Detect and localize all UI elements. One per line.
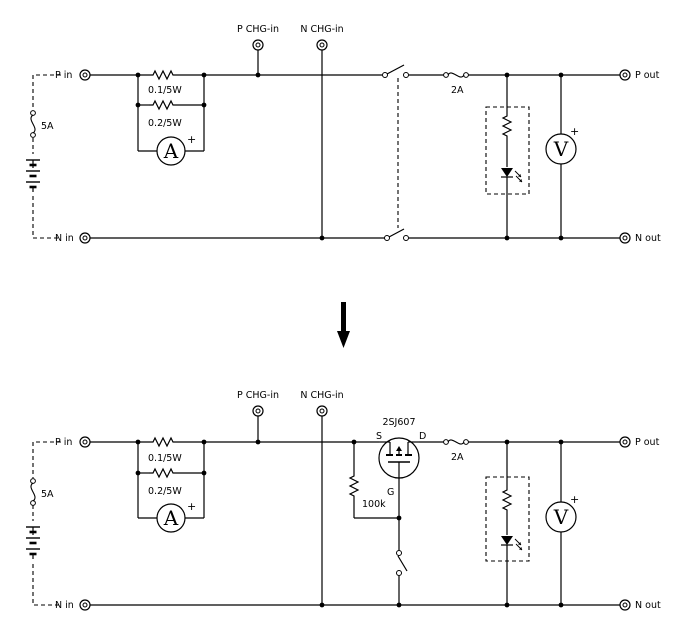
p-out-terminal-icon[interactable] bbox=[619, 69, 631, 81]
n-out-terminal-icon-after[interactable] bbox=[619, 599, 631, 611]
fuse-2a-icon bbox=[443, 72, 469, 78]
shunt-resistor-02-icon bbox=[148, 100, 178, 110]
n-chg-in-terminal-icon[interactable] bbox=[316, 39, 328, 51]
n-out-label: N out bbox=[635, 233, 661, 244]
battery-lead-top bbox=[32, 74, 61, 110]
fuse-2a-label: 2A bbox=[451, 85, 464, 96]
p-chg-in-label-after: P CHG-in bbox=[237, 390, 279, 401]
control-switch-icon bbox=[397, 555, 408, 572]
shunt-resistor-01-icon-after bbox=[148, 437, 178, 447]
n-in-label: N in bbox=[55, 233, 74, 244]
down-arrow-icon bbox=[337, 302, 350, 348]
mosfet-pin-s: S bbox=[376, 431, 382, 442]
n-in-terminal-icon[interactable] bbox=[79, 232, 91, 244]
fuse-2a-icon-after bbox=[443, 439, 469, 445]
mosfet-icon bbox=[378, 437, 420, 518]
shunt2-label-after: 0.2/5W bbox=[148, 486, 182, 497]
shunt-resistor-02-icon-after bbox=[148, 468, 178, 478]
p-chg-in-label: P CHG-in bbox=[237, 24, 279, 35]
indicator-box-after bbox=[485, 476, 530, 562]
n-out-label-after: N out bbox=[635, 600, 661, 611]
switch-top-icon bbox=[386, 64, 405, 75]
ammeter-icon-after bbox=[156, 503, 186, 533]
mosfet-pin-g: G bbox=[387, 487, 394, 498]
battery-lead-bottom bbox=[32, 196, 61, 239]
voltmeter-symbol-after: V bbox=[553, 505, 569, 529]
diagram-after: 5A P in N in 2A P out N out 0.1/5W 0.2/5… bbox=[24, 390, 661, 611]
shunt2-label: 0.2/5W bbox=[148, 118, 182, 129]
n-chg-in-label: N CHG-in bbox=[300, 24, 343, 35]
shunt-resistor-01-icon bbox=[148, 70, 178, 80]
fuse-5a-icon-after bbox=[30, 478, 36, 506]
p-out-label: P out bbox=[635, 70, 660, 81]
led-resistor-icon bbox=[502, 111, 512, 141]
p-in-label: P in bbox=[55, 70, 72, 81]
gate-resistor-label: 100k bbox=[362, 499, 386, 510]
p-in-terminal-icon[interactable] bbox=[79, 69, 91, 81]
voltmeter-plus-after: + bbox=[570, 493, 579, 506]
n-chg-in-terminal-icon-after[interactable] bbox=[316, 405, 328, 417]
fuse-5a-label: 5A bbox=[41, 121, 54, 132]
led-icon-after bbox=[500, 535, 523, 551]
switch-bottom-icon bbox=[388, 228, 405, 238]
indicator-box bbox=[485, 106, 530, 195]
ammeter-icon bbox=[156, 136, 186, 166]
fuse-5a-icon bbox=[30, 110, 36, 138]
led-resistor-icon-after bbox=[502, 485, 512, 515]
gate-resistor-icon bbox=[349, 471, 359, 501]
voltmeter-plus: + bbox=[570, 125, 579, 138]
ammeter-plus-after: + bbox=[187, 500, 196, 513]
shunt1-label: 0.1/5W bbox=[148, 85, 182, 96]
p-chg-in-terminal-icon[interactable] bbox=[252, 39, 264, 51]
fuse-5a-label-after: 5A bbox=[41, 489, 54, 500]
diagram-before: 5A P in N in 2A P out N out bbox=[24, 24, 661, 244]
ammeter-symbol: A bbox=[163, 139, 179, 163]
p-out-terminal-icon-after[interactable] bbox=[619, 436, 631, 448]
n-chg-in-label-after: N CHG-in bbox=[300, 390, 343, 401]
n-out-terminal-icon[interactable] bbox=[619, 232, 631, 244]
mosfet-pin-d: D bbox=[419, 431, 426, 442]
n-in-terminal-icon-after[interactable] bbox=[79, 599, 91, 611]
voltmeter-symbol: V bbox=[553, 137, 569, 161]
p-in-label-after: P in bbox=[55, 437, 72, 448]
shunt1-label-after: 0.1/5W bbox=[148, 453, 182, 464]
p-in-terminal-icon-after[interactable] bbox=[79, 436, 91, 448]
n-in-label-after: N in bbox=[55, 600, 74, 611]
led-icon bbox=[500, 167, 523, 183]
mosfet-label: 2SJ607 bbox=[382, 417, 415, 428]
fuse-2a-label-after: 2A bbox=[451, 452, 464, 463]
ammeter-plus: + bbox=[187, 133, 196, 146]
p-chg-in-terminal-icon-after[interactable] bbox=[252, 405, 264, 417]
p-out-label-after: P out bbox=[635, 437, 660, 448]
ammeter-symbol-after: A bbox=[163, 506, 179, 530]
